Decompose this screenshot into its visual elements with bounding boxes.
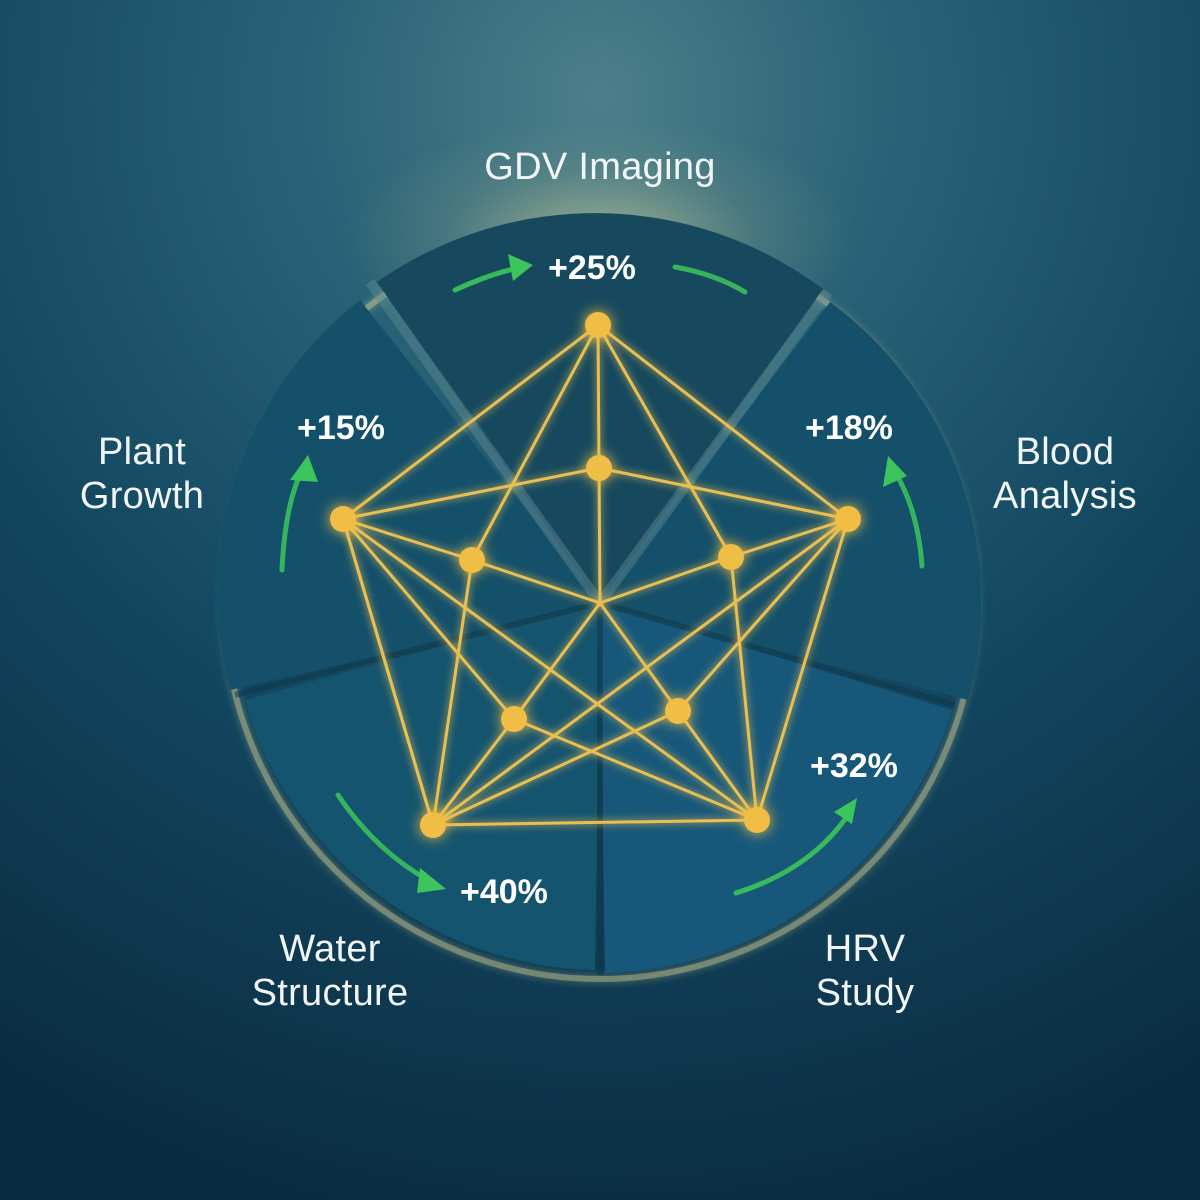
- arrow-up-icon: [892, 469, 925, 569]
- node-blood-outer: [835, 506, 861, 532]
- wedge-hrv: [600, 603, 952, 973]
- axis-label-line1: Blood: [1015, 431, 1115, 473]
- value-label-water: +40%: [460, 873, 548, 911]
- radar-web: [341, 323, 850, 827]
- node-hrv-inner: [665, 698, 691, 724]
- axis-label-hrv: HRV Study: [765, 927, 965, 1015]
- wedge-blood: [600, 302, 982, 700]
- arrowhead-gdv: [508, 254, 533, 281]
- node-blood-inner: [718, 544, 744, 570]
- arc-decoration: [672, 264, 748, 295]
- axis-label-blood: Blood Analysis: [960, 430, 1170, 518]
- value-label-plant: +15%: [297, 409, 385, 447]
- arrowhead-water: [417, 868, 446, 893]
- axis-label-line2: Growth: [79, 475, 205, 517]
- wedge-plant: [217, 300, 600, 690]
- node-plant-inner: [459, 547, 485, 573]
- axis-label-line2: Analysis: [993, 475, 1137, 517]
- axis-label-gdv: GDV Imaging: [440, 145, 760, 189]
- outer-pentagon: [341, 323, 850, 827]
- axis-label-line1: Water: [279, 928, 381, 970]
- trend-arrows: [279, 264, 925, 896]
- node-hrv-outer: [744, 807, 770, 833]
- value-label-blood: +18%: [805, 409, 893, 447]
- arrow-down-right-icon: [335, 792, 431, 883]
- axis-label-text: GDV Imaging: [484, 146, 716, 188]
- node-plant-outer: [330, 506, 356, 532]
- axis-label-plant: Plant Growth: [52, 430, 232, 518]
- axis-label-line2: Structure: [251, 972, 409, 1014]
- axis-label-water: Water Structure: [215, 927, 445, 1015]
- arrow-up-icon: [733, 812, 851, 896]
- value-label-hrv: +32%: [810, 747, 898, 785]
- arrowhead-hrv: [834, 798, 857, 824]
- node-water-inner: [501, 706, 527, 732]
- node-gdv-inner: [586, 455, 612, 481]
- node-water-outer: [420, 812, 446, 838]
- axis-label-line1: Plant: [97, 431, 187, 473]
- axis-label-line2: Study: [815, 972, 915, 1014]
- node-gdv-outer: [585, 312, 611, 338]
- value-label-gdv: +25%: [548, 249, 636, 287]
- radar-nodes: [330, 312, 861, 838]
- arrowhead-blood: [883, 456, 907, 487]
- axis-label-line1: HRV: [824, 928, 906, 970]
- arrowhead-plant: [290, 455, 318, 482]
- arrow-heads: [290, 254, 907, 893]
